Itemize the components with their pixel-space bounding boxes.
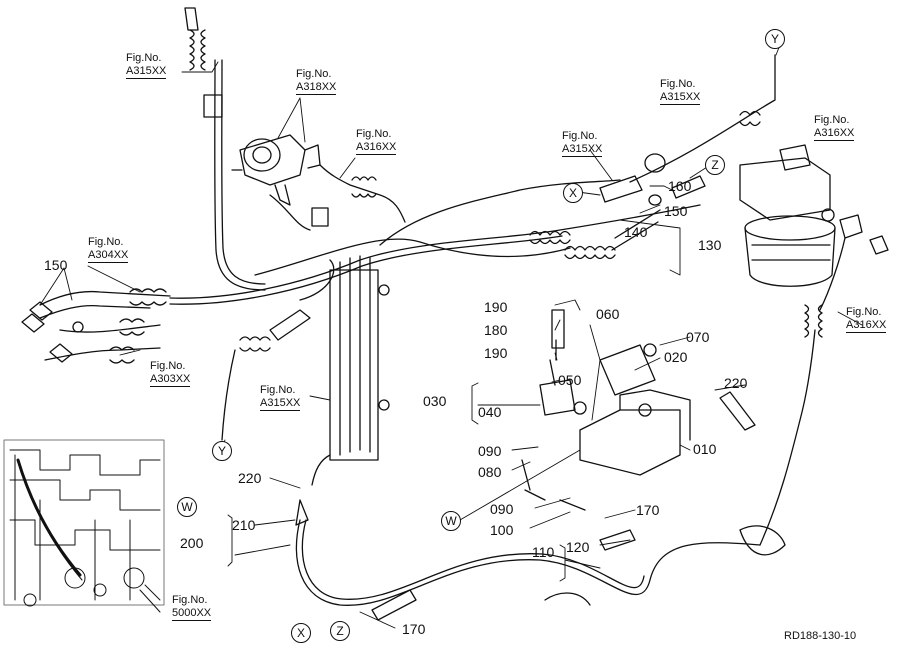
- connector-w-mid: W: [441, 511, 461, 531]
- cooler-core: [311, 255, 390, 486]
- fig-ref-a304: Fig.No. A304XX: [88, 236, 129, 263]
- fig-ref-a316-right: Fig.No. A316XX: [846, 306, 887, 333]
- part-180: 180: [484, 322, 508, 338]
- part-150-right: 150: [664, 203, 688, 219]
- connector-x-bottom: X: [291, 623, 311, 643]
- part-190-top: 190: [484, 299, 508, 315]
- part-060: 060: [596, 306, 620, 322]
- left-spring-hose: [221, 309, 311, 441]
- part-210: 210: [232, 517, 256, 533]
- fig-ref-code: A316XX: [846, 319, 887, 333]
- fig-ref-a315-top: Fig.No. A315XX: [126, 52, 167, 79]
- fig-ref-prefix: Fig.No.: [126, 52, 162, 64]
- connector-z-mid: Z: [705, 155, 725, 175]
- fig-ref-prefix: Fig.No.: [260, 384, 296, 396]
- part-130: 130: [698, 237, 722, 253]
- leader-lines: [39, 44, 863, 629]
- part-080: 080: [478, 464, 502, 480]
- part-170-right: 170: [636, 502, 660, 518]
- part-010: 010: [693, 441, 717, 457]
- fig-ref-code: A316XX: [814, 127, 855, 141]
- fig-ref-5000: Fig.No. 5000XX: [172, 594, 212, 621]
- fig-ref-prefix: Fig.No.: [814, 114, 850, 126]
- part-220-right: 220: [724, 375, 748, 391]
- connector-w-left: W: [177, 497, 197, 517]
- part-110: 110: [532, 544, 555, 560]
- part-120: 120: [566, 539, 590, 555]
- part-020: 020: [664, 349, 688, 365]
- fig-ref-prefix: Fig.No.: [88, 236, 124, 248]
- connector-z-bottom: Z: [330, 621, 350, 641]
- left-hose-group: [21, 288, 171, 364]
- fig-ref-code: A315XX: [660, 91, 701, 105]
- part-220-left: 220: [238, 470, 262, 486]
- fig-ref-a315-center: Fig.No. A315XX: [562, 130, 603, 157]
- fuel-pump-assembly: [231, 134, 406, 231]
- fig-ref-code: A315XX: [126, 65, 167, 79]
- fig-ref-code: A315XX: [562, 143, 603, 157]
- fig-ref-a316-filter: Fig.No. A316XX: [814, 114, 855, 141]
- connector-y-top: Y: [765, 29, 785, 49]
- fig-ref-prefix: Fig.No.: [296, 68, 332, 80]
- part-140: 140: [624, 224, 648, 240]
- fig-ref-code: A303XX: [150, 373, 191, 387]
- connector-y-left: Y: [212, 441, 232, 461]
- fig-ref-code: A315XX: [260, 397, 301, 411]
- fig-ref-a315-left: Fig.No. A315XX: [260, 384, 301, 411]
- part-030: 030: [423, 393, 447, 409]
- drawing-code: RD188-130-10: [784, 630, 857, 642]
- fig-ref-a315-right: Fig.No. A315XX: [660, 78, 701, 105]
- fig-ref-prefix: Fig.No.: [562, 130, 598, 142]
- fig-ref-prefix: Fig.No.: [172, 594, 208, 606]
- center-spring-hoses: [529, 110, 761, 260]
- fig-ref-a303: Fig.No. A303XX: [150, 360, 191, 387]
- fuel-filter-assembly: [739, 144, 889, 338]
- part-090-bottom: 090: [490, 501, 514, 517]
- fig-ref-code: A316XX: [356, 141, 397, 155]
- part-100: 100: [490, 522, 514, 538]
- fig-ref-code: A304XX: [88, 249, 129, 263]
- part-040: 040: [478, 404, 502, 420]
- fig-ref-prefix: Fig.No.: [356, 128, 392, 140]
- fig-ref-prefix: Fig.No.: [150, 360, 186, 372]
- connector-x-mid: X: [563, 183, 583, 203]
- part-150-left: 150: [44, 257, 68, 273]
- fig-ref-prefix: Fig.No.: [660, 78, 696, 90]
- lower-hose-loop: [295, 329, 816, 621]
- fig-ref-a316-mid: Fig.No. A316XX: [356, 128, 397, 155]
- fig-ref-code: A318XX: [296, 81, 337, 95]
- part-200: 200: [180, 535, 204, 551]
- electric-pump-bracket: [539, 309, 691, 476]
- top-hose-spring: [184, 7, 223, 118]
- part-170-bottom: 170: [402, 621, 426, 637]
- part-090-top: 090: [478, 443, 502, 459]
- engine-block-inset: [3, 439, 165, 613]
- part-160: 160: [668, 178, 692, 194]
- fig-ref-a318: Fig.No. A318XX: [296, 68, 337, 95]
- fig-ref-code: 5000XX: [172, 607, 212, 621]
- part-050: 050: [558, 372, 582, 388]
- fig-ref-prefix: Fig.No.: [846, 306, 882, 318]
- part-070: 070: [686, 329, 710, 345]
- part-190-mid: 190: [484, 345, 508, 361]
